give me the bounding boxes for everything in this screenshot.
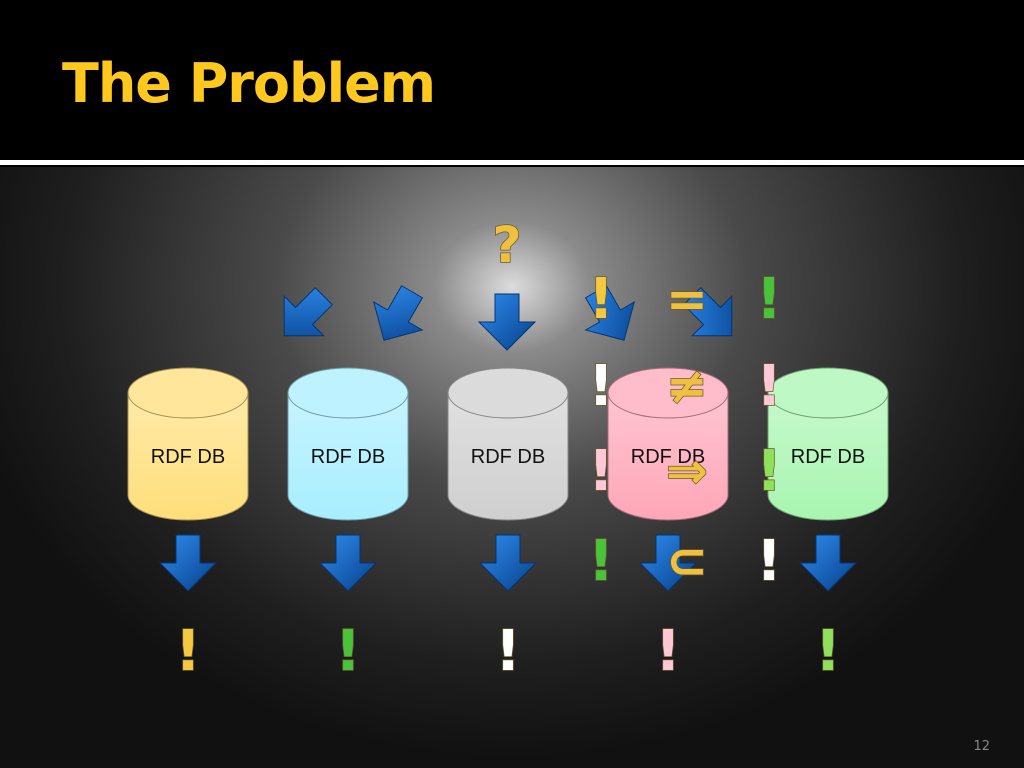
database-label: RDF DB (151, 446, 225, 468)
output-arrow (318, 534, 378, 592)
database-label: RDF DB (311, 446, 385, 468)
database-cylinder: RDF DB (607, 367, 729, 521)
result-symbol: ! (495, 619, 521, 684)
relation-right-symbol: ! (756, 529, 782, 594)
question-mark-symbol: ? (492, 216, 521, 274)
database-label: RDF DB (471, 446, 545, 468)
relation-left-symbol: ! (588, 354, 614, 419)
database-label: RDF DB (631, 446, 705, 468)
relation-operator-symbol: ⊂ (666, 532, 708, 590)
incoming-arrow-5 (683, 287, 733, 337)
result-symbol: ! (175, 619, 201, 684)
result-symbol: ! (815, 619, 841, 684)
incoming-arrow-4 (584, 285, 636, 341)
result-symbol: ! (335, 619, 361, 684)
slide-title: The Problem (62, 52, 436, 115)
database-cylinder: RDF DB (127, 367, 249, 521)
database-label: RDF DB (791, 446, 865, 468)
relation-operator-symbol: ⇒ (666, 442, 708, 500)
database-cylinder: RDF DB (287, 367, 409, 521)
relation-left-symbol: ! (588, 529, 614, 594)
slide-content: RDF DB RDF DB RDF DB RDF DB RDF DB ?!!!!!! =!… (0, 167, 1024, 768)
page-number: 12 (973, 739, 990, 754)
incoming-arrow-2 (372, 285, 424, 341)
relation-operator-symbol: = (666, 270, 708, 328)
relation-left-symbol: ! (588, 267, 614, 332)
output-arrow (478, 534, 538, 592)
relation-operator-symbol: ≠ (666, 357, 708, 415)
incoming-arrow-3 (477, 293, 537, 351)
database-cylinder: RDF DB (767, 367, 889, 521)
slide-header: The Problem (0, 0, 1024, 160)
relation-right-symbol: ! (756, 354, 782, 419)
incoming-arrow-1 (283, 287, 333, 337)
output-arrow (158, 534, 218, 592)
relation-right-symbol: ! (756, 267, 782, 332)
database-cylinder: RDF DB (447, 367, 569, 521)
result-symbol: ! (655, 619, 681, 684)
relation-right-symbol: ! (756, 439, 782, 504)
output-arrow (798, 534, 858, 592)
header-divider (0, 160, 1024, 165)
output-arrow (638, 534, 698, 592)
relation-left-symbol: ! (588, 439, 614, 504)
diagram-canvas: RDF DB RDF DB RDF DB RDF DB RDF DB ?!!!!!! =!… (127, 215, 889, 685)
